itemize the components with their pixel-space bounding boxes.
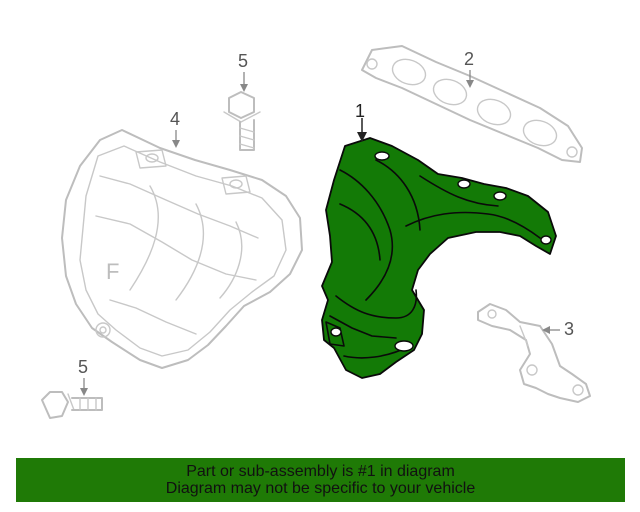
disclaimer-banner: Part or sub-assembly is #1 in diagram Di…	[16, 458, 625, 502]
banner-line-1: Part or sub-assembly is #1 in diagram	[186, 463, 455, 480]
callout-part-5-top[interactable]: 5	[238, 51, 249, 71]
bolt-part-5-top[interactable]	[223, 91, 261, 151]
parts-diagram-drawing: F	[41, 45, 591, 419]
banner-line-2: Diagram may not be specific to your vehi…	[165, 480, 476, 497]
exhaust-manifold-part-1[interactable]	[321, 137, 557, 379]
callout-part-1[interactable]: 1	[355, 101, 366, 121]
callout-part-3[interactable]: 3	[564, 319, 575, 339]
bolt-part-5-bottom[interactable]	[41, 391, 103, 419]
heat-shield-part-4[interactable]	[61, 129, 303, 369]
leader-part-2-arrow	[466, 80, 474, 88]
heat-shield-mark: F	[106, 259, 119, 284]
leader-part-5-top-arrow	[240, 84, 248, 92]
leader-part-4-arrow	[172, 140, 180, 148]
leader-part-3-arrow	[542, 326, 550, 334]
callout-part-5-bottom[interactable]: 5	[78, 357, 89, 377]
leader-part-1-arrow	[357, 132, 367, 142]
bracket-part-3[interactable]	[477, 303, 591, 403]
gasket-part-2[interactable]	[361, 45, 583, 163]
callout-part-2[interactable]: 2	[464, 49, 475, 69]
callout-part-4[interactable]: 4	[170, 109, 181, 129]
parts-diagram: F	[41, 45, 591, 419]
leader-part-5-bottom-arrow	[80, 388, 88, 396]
